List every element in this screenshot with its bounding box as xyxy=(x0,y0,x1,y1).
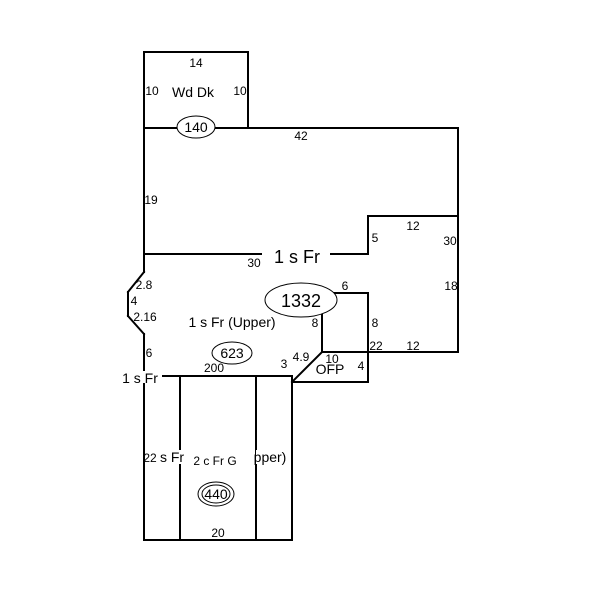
label-left-wing-bg xyxy=(118,371,162,383)
dim-bay-bottom: 2.16 xyxy=(133,310,157,324)
dim-step-vertical: 5 xyxy=(372,231,379,245)
label-wood-deck: Wd Dk xyxy=(172,84,215,100)
area-oval-garage-inner xyxy=(201,484,231,504)
area-oval-upper xyxy=(211,341,253,365)
label-garage-upper-tail-bg xyxy=(256,450,290,464)
dim-porch-side: 4 xyxy=(358,359,365,373)
label-garage: 2 c Fr G xyxy=(193,454,236,468)
area-upper: 623 xyxy=(220,345,244,361)
dim-porch-small: 3 xyxy=(281,357,288,371)
wood-deck-outline xyxy=(143,51,249,129)
label-main-floor-bg xyxy=(262,248,330,262)
dim-garage-left: 22 xyxy=(143,451,157,465)
label-garage-upper: s Fr xyxy=(160,449,184,465)
dim-corner-22: 22 xyxy=(369,339,383,353)
dim-garage-bottom: 20 xyxy=(211,526,225,540)
bay-window-outline xyxy=(126,270,146,377)
label-upper: 1 s Fr (Upper) xyxy=(188,314,275,330)
dim-left-lower: 6 xyxy=(146,346,153,360)
dim-deck-top: 14 xyxy=(189,56,203,70)
dim-porch-diag: 4.9 xyxy=(293,350,310,364)
dim-deck-right: 10 xyxy=(233,84,247,98)
label-left-wing: 1 s Fr xyxy=(122,370,158,386)
dim-bay-mid: 4 xyxy=(131,294,138,308)
dim-main-left: 19 xyxy=(144,193,158,207)
area-oval-main-floor xyxy=(264,282,338,318)
dim-main-mid: 30 xyxy=(247,256,261,270)
dim-right-lower: 18 xyxy=(444,279,458,293)
dim-right-top-step: 12 xyxy=(406,219,420,233)
dim-bay-top: 2.8 xyxy=(136,278,153,292)
label-main-floor: 1 s Fr xyxy=(274,247,320,267)
dim-notch-right: 8 xyxy=(372,316,379,330)
porch-outline xyxy=(290,350,369,384)
dim-garage-top: 200 xyxy=(204,361,224,375)
area-garage: 440 xyxy=(204,486,228,502)
dim-bottom-right: 12 xyxy=(406,339,420,353)
area-main-floor: 1332 xyxy=(281,291,321,311)
dim-main-top: 42 xyxy=(294,129,308,143)
label-porch: OFP xyxy=(316,361,345,377)
dim-upper-step: 6 xyxy=(342,279,349,293)
label-garage-upper-tail: pper) xyxy=(254,449,287,465)
area-wood-deck: 140 xyxy=(184,119,208,135)
label-garage-upper-bg xyxy=(160,450,184,464)
label-garage-bg xyxy=(186,452,244,466)
area-oval-wood-deck xyxy=(176,115,216,139)
dim-right-side: 30 xyxy=(443,234,457,248)
dim-deck-left: 10 xyxy=(145,84,159,98)
dim-upper-right: 8 xyxy=(312,316,319,330)
dim-porch-top: 10 xyxy=(325,352,339,366)
